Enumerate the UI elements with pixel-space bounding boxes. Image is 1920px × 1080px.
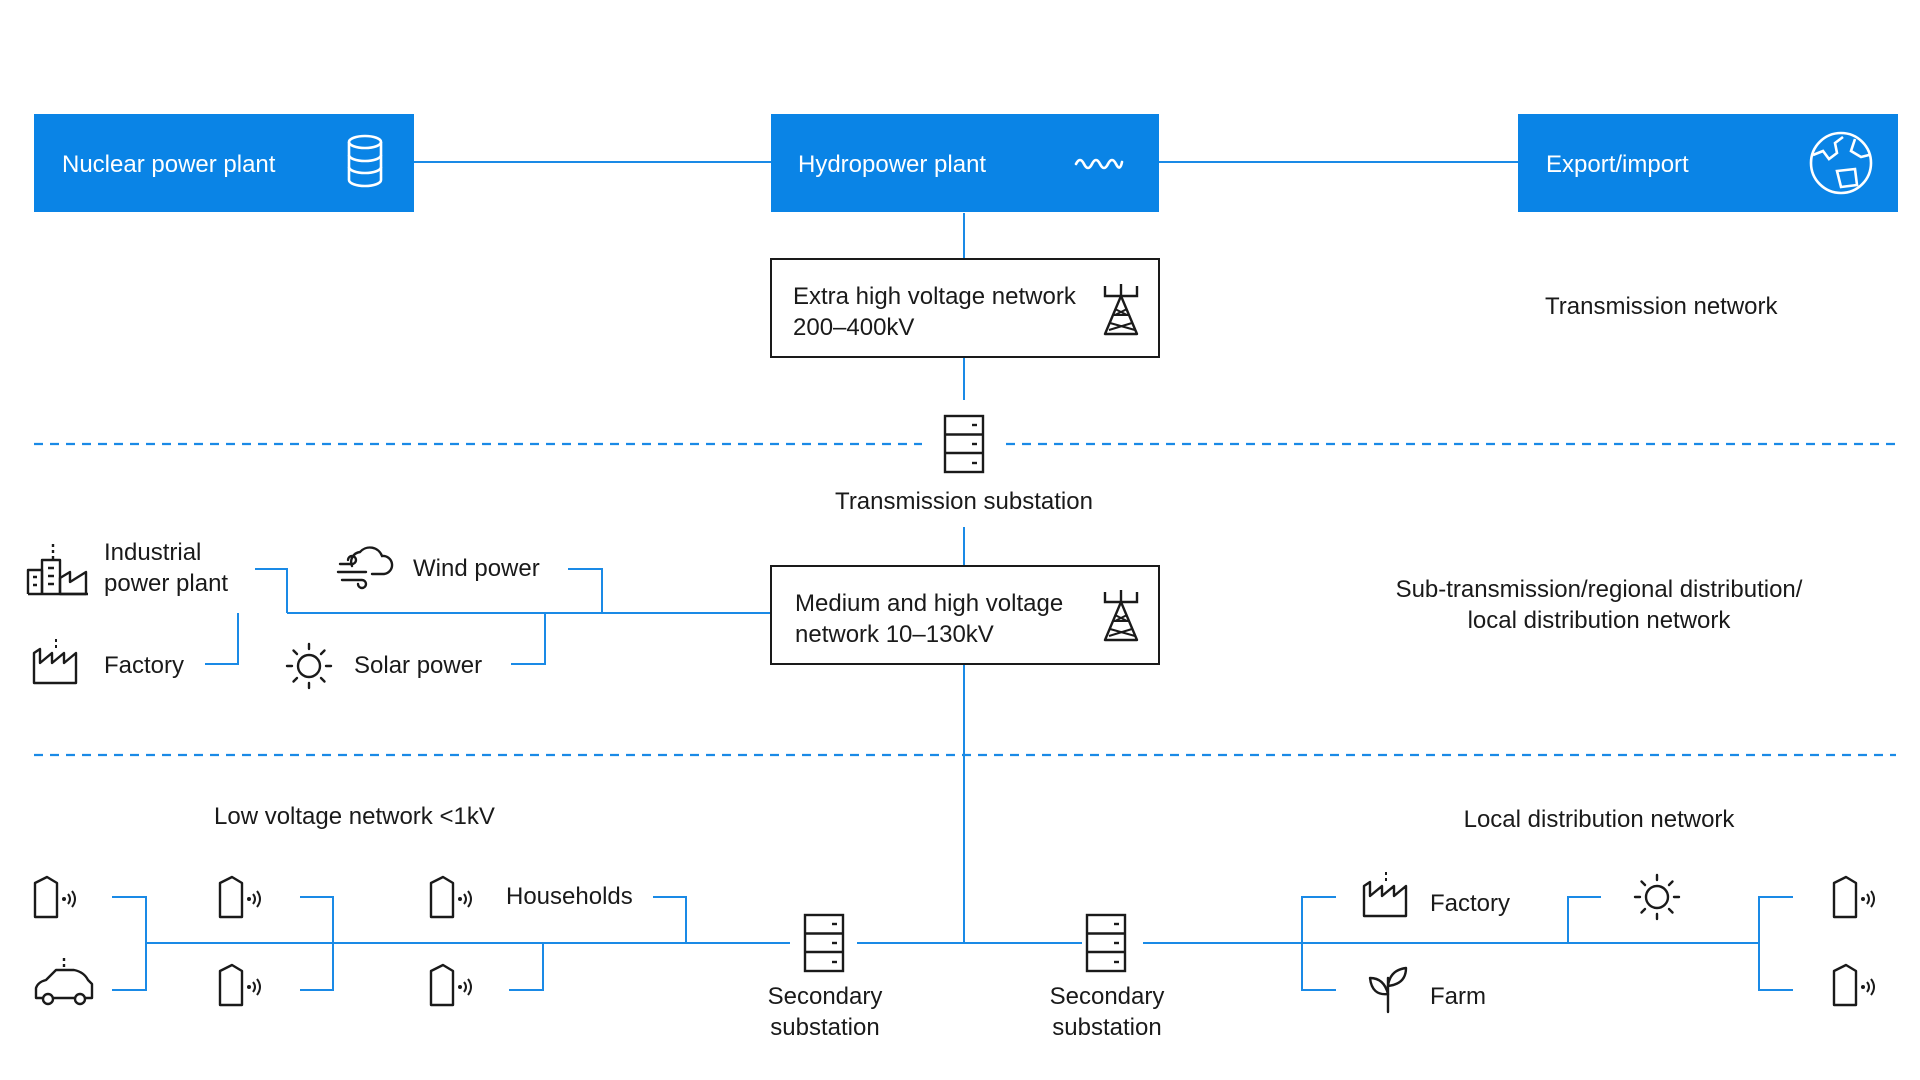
nuclear-power-plant-box: Nuclear power plant [34, 114, 414, 212]
factory-local-label: Factory [1430, 890, 1510, 917]
secondary-substation-1-line2: substation [770, 1014, 879, 1041]
house-icon [429, 875, 473, 919]
house-icon [218, 963, 262, 1007]
household-3 [218, 963, 262, 1007]
household-4 [429, 875, 473, 919]
secondary-substation-1-line1: Secondary [768, 983, 883, 1010]
secondary-substation-2: Secondary substation [1050, 913, 1165, 1041]
household-1 [33, 875, 77, 919]
database-icon [347, 134, 383, 188]
house-icon [1832, 963, 1876, 1007]
extra-high-voltage-line2: 200–400kV [793, 314, 914, 341]
solar-power-label: Solar power [354, 652, 482, 679]
hydropower-plant-box: Hydropower plant [771, 114, 1159, 212]
export-import-box: Export/import [1518, 114, 1898, 212]
substation-icon [803, 913, 845, 973]
farm-label: Farm [1430, 983, 1486, 1010]
house-icon [33, 875, 77, 919]
transmission-network-label: Transmission network [1545, 293, 1779, 320]
substation-icon [1085, 913, 1127, 973]
industrial-label-line1: Industrial [104, 539, 201, 566]
solar-local [1633, 873, 1681, 921]
hydropower-plant-label: Hydropower plant [798, 151, 986, 178]
household-2 [218, 875, 262, 919]
extra-high-voltage-line1: Extra high voltage network [793, 283, 1077, 310]
sun-icon [285, 642, 333, 690]
plant-icon [1368, 966, 1408, 1014]
industrial-building-icon [26, 544, 88, 596]
local-distribution-network-label: Local distribution network [1464, 806, 1736, 833]
transmission-substation-label: Transmission substation [835, 488, 1093, 515]
regional-network-label-line1: Sub-transmission/regional distribution/ [1396, 576, 1803, 603]
globe-icon [1809, 131, 1873, 195]
industrial-label-line2: power plant [104, 570, 228, 597]
nuclear-power-plant-label: Nuclear power plant [62, 151, 276, 178]
house-icon [218, 875, 262, 919]
household-5 [429, 963, 473, 1007]
medium-high-voltage-line2: network 10–130kV [795, 621, 994, 648]
household-7 [1832, 963, 1876, 1007]
zone-dividers [34, 442, 1896, 757]
households-label: Households [506, 883, 633, 910]
sun-icon [1633, 873, 1681, 921]
wind-power-label: Wind power [413, 555, 540, 582]
wave-icon [1074, 158, 1124, 170]
connection-lines [112, 161, 1793, 991]
factory-regional-label: Factory [104, 652, 184, 679]
factory-icon [1362, 870, 1408, 918]
wind-cloud-icon [336, 546, 394, 590]
factory-regional: Factory [32, 637, 184, 685]
medium-high-voltage-line1: Medium and high voltage [795, 590, 1063, 617]
factory-local: Factory [1362, 870, 1510, 918]
secondary-substation-2-line2: substation [1052, 1014, 1161, 1041]
industrial-power-plant: Industrial power plant [26, 539, 228, 597]
secondary-substation-2-line1: Secondary [1050, 983, 1165, 1010]
household-6 [1832, 875, 1876, 919]
regional-network-label-line2: local distribution network [1468, 607, 1732, 634]
medium-high-voltage-box: Medium and high voltage network 10–130kV [770, 565, 1160, 665]
house-icon [429, 963, 473, 1007]
solar-power: Solar power [285, 642, 482, 690]
wind-power: Wind power [336, 546, 540, 590]
factory-icon [32, 637, 78, 685]
farm: Farm [1368, 966, 1486, 1014]
low-voltage-network-label: Low voltage network <1kV [214, 803, 495, 830]
house-icon [1832, 875, 1876, 919]
extra-high-voltage-box: Extra high voltage network 200–400kV [770, 258, 1160, 358]
transmission-substation: Transmission substation [835, 414, 1093, 515]
electric-car-icon [34, 958, 94, 1006]
secondary-substation-1: Secondary substation [768, 913, 883, 1041]
export-import-label: Export/import [1546, 151, 1689, 178]
substation-icon [943, 414, 985, 474]
